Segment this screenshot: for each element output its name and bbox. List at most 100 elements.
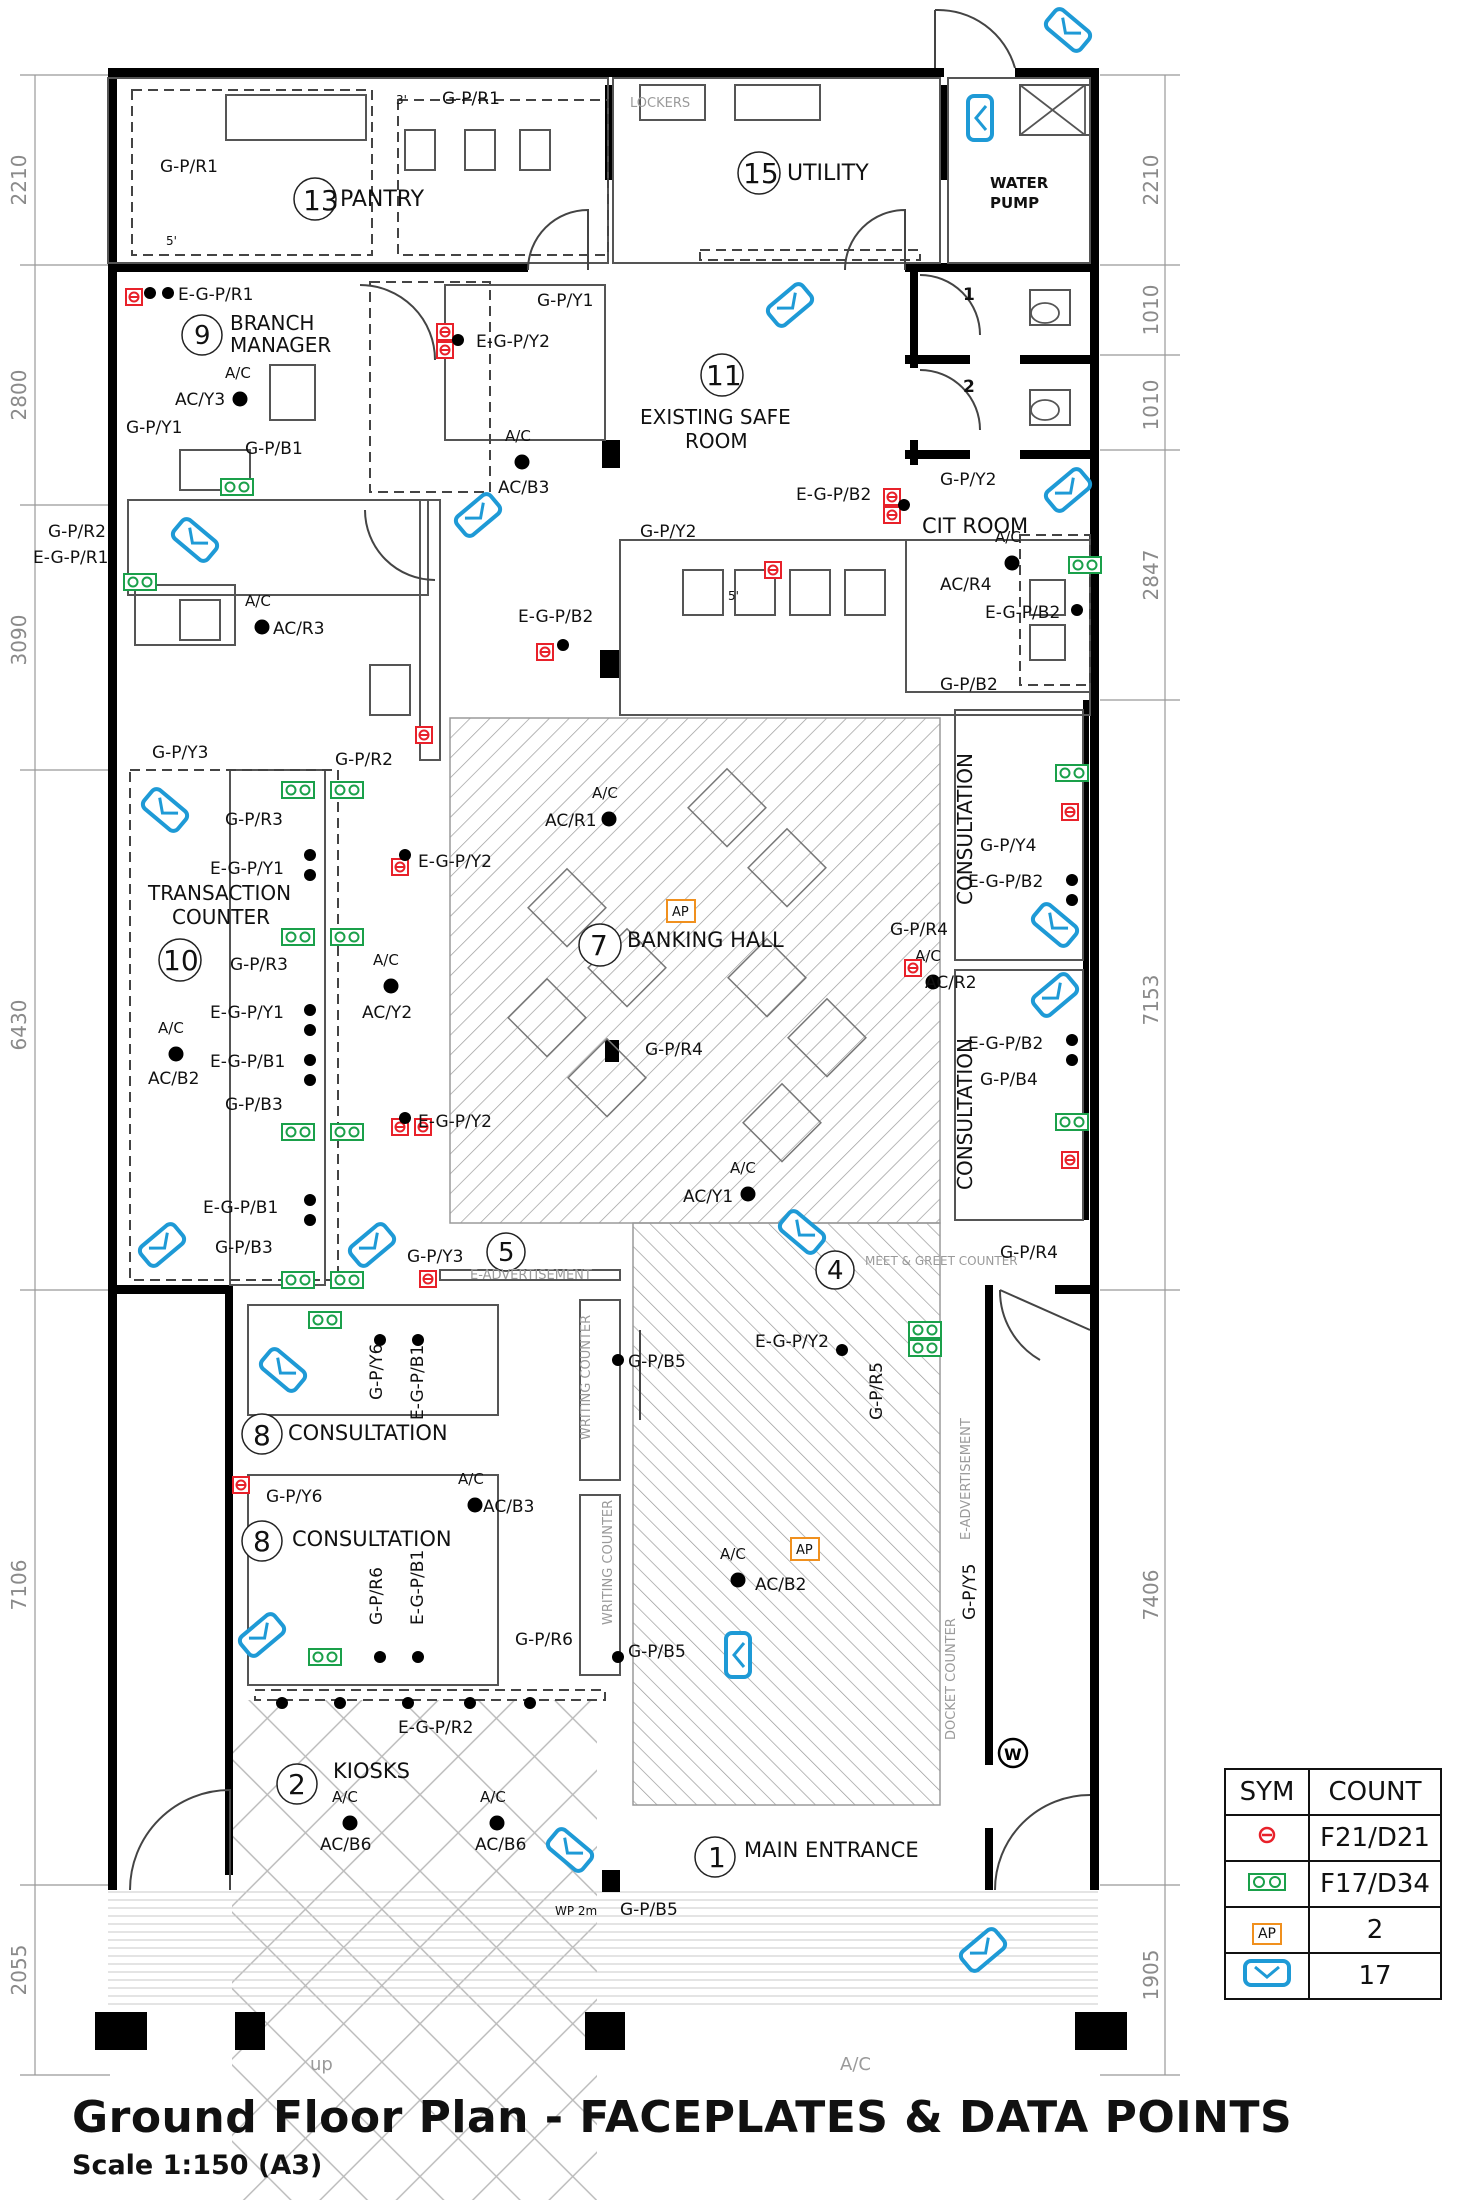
room-10-name-2: COUNTER — [172, 905, 270, 929]
ap-icon: AP — [1251, 1923, 1283, 1945]
label-acb2-b: AC/B2 — [755, 1575, 806, 1595]
label-egpy1-b: E-G-P/Y1 — [210, 1003, 284, 1023]
walls — [95, 68, 1127, 2050]
legend-double-faceplate — [1224, 1860, 1310, 1908]
label-acb2-a: AC/B2 — [148, 1069, 199, 1089]
dim-left-5: 7106 — [7, 1560, 31, 1611]
label-egpy2-a: E-G-P/Y2 — [476, 332, 550, 352]
label-acr3: AC/R3 — [273, 619, 325, 639]
label-egpb1-d: E-G-P/B1 — [408, 1550, 428, 1625]
toilet-1-label: 1 — [963, 285, 975, 305]
label-gpr2-a: G-P/R2 — [48, 522, 106, 542]
label-egpy2-b: E-G-P/Y2 — [418, 852, 492, 872]
room-4-number: 4 — [827, 1256, 844, 1286]
label-egpb1-c: E-G-P/B1 — [408, 1345, 428, 1420]
ac-symbol-10: A/C — [458, 1470, 484, 1488]
label-gpb3-b: G-P/B3 — [215, 1238, 273, 1258]
label-egpy2-d: E-G-P/Y2 — [755, 1332, 829, 1352]
label-gpb5-a: G-P/B5 — [628, 1352, 686, 1372]
label-acb3-a: AC/B3 — [498, 478, 549, 498]
room-number-circles — [158, 151, 855, 1878]
dim-right-2: 1010 — [1139, 285, 1163, 336]
dashed-zones — [129, 89, 1091, 1701]
legend-single-faceplate — [1224, 1814, 1310, 1862]
writing-counter-label-2: WRITING COUNTER — [601, 1500, 616, 1625]
room-9-name: BRANCH — [230, 311, 314, 335]
consultation-upper-label: CONSULTATION — [953, 753, 977, 905]
label-gpb3-a: G-P/B3 — [225, 1095, 283, 1115]
label-acy1: AC/Y1 — [683, 1187, 733, 1207]
toilet-2-label: 2 — [963, 377, 975, 397]
pump-label: PUMP — [990, 194, 1039, 212]
label-acb6-b: AC/B6 — [475, 1835, 526, 1855]
furniture-labels: LOCKERS E-ADVERTISEMENT WRITING COUNTER … — [310, 96, 1018, 2075]
label-acb6-a: AC/B6 — [320, 1835, 371, 1855]
label-gpr4-c: G-P/R4 — [1000, 1243, 1058, 1263]
e-advertisement-vertical: E-ADVERTISEMENT — [959, 1418, 974, 1540]
label-gpr1-a: G-P/R1 — [442, 89, 500, 109]
label-5ft-a: 5' — [166, 234, 177, 248]
room-15-name: UTILITY — [787, 161, 869, 186]
e-advertisement-label: E-ADVERTISEMENT — [470, 1268, 592, 1283]
room-8a-name: CONSULTATION — [288, 1421, 448, 1445]
lockers-label: LOCKERS — [630, 96, 690, 111]
label-gpy4: G-P/Y4 — [980, 836, 1037, 856]
label-gpy5: G-P/Y5 — [960, 1564, 980, 1621]
label-gpr5: G-P/R5 — [867, 1362, 887, 1420]
label-gpy3-a: G-P/Y3 — [152, 743, 209, 763]
plan-title: Ground Floor Plan - FACEPLATES & DATA PO… — [72, 2092, 1293, 2143]
ac-symbol-4: A/C — [995, 528, 1021, 546]
label-egpy1-a: E-G-P/Y1 — [210, 859, 284, 879]
ac-symbol-5: A/C — [592, 784, 618, 802]
label-egpb2-e: E-G-P/B2 — [968, 1034, 1043, 1054]
ac-symbol-6: A/C — [373, 951, 399, 969]
room-1-number: 1 — [708, 1841, 726, 1874]
label-acy2: AC/Y2 — [362, 1003, 412, 1023]
plan-scale: Scale 1:150 (A3) — [72, 2150, 323, 2181]
up-label-left: up — [310, 2054, 333, 2075]
label-gpr6-a: G-P/R6 — [367, 1567, 387, 1625]
writing-counter-label-1: WRITING COUNTER — [579, 1315, 594, 1440]
label-egpb1-b: E-G-P/B1 — [203, 1198, 278, 1218]
single-faceplate-icon — [1258, 1826, 1276, 1843]
meet-greet-label: MEET & GREET COUNTER — [865, 1254, 1018, 1268]
circuit-labels: G-P/R1 G-P/R1 E-G-P/R1 E-G-P/Y2 G-P/Y1 G… — [33, 89, 1060, 1920]
room-2-number: 2 — [288, 1768, 306, 1801]
up-label-right: A/C — [840, 2054, 871, 2075]
room-9-name-2: MANAGER — [230, 333, 331, 357]
room-7-number: 7 — [590, 929, 608, 962]
ac-symbol-2: A/C — [505, 427, 531, 445]
ac-symbol-11: A/C — [720, 1545, 746, 1563]
label-gpy3-b: G-P/Y3 — [407, 1247, 464, 1267]
double-faceplate-icon — [1248, 1873, 1286, 1891]
room-13-number: 13 — [303, 184, 339, 217]
w-symbol: W — [1004, 1745, 1022, 1764]
ac-symbol-3: A/C — [245, 592, 271, 610]
toilet-fixtures — [997, 84, 1086, 1769]
label-egpb2-a: E-G-P/B2 — [796, 485, 871, 505]
legend-header-count: COUNT — [1308, 1768, 1442, 1816]
label-egpr2: E-G-P/R2 — [398, 1718, 473, 1738]
room-8b-name: CONSULTATION — [292, 1527, 452, 1551]
dim-left-4: 6430 — [7, 1000, 31, 1051]
label-egpb2-c: E-G-P/B2 — [985, 603, 1060, 623]
legend-count-single: F21/D21 — [1308, 1814, 1442, 1862]
ac-symbol-1: A/C — [225, 364, 251, 382]
ac-symbol-12: A/C — [332, 1788, 358, 1806]
label-egpy2-c: E-G-P/Y2 — [418, 1112, 492, 1132]
label-acy3: AC/Y3 — [175, 390, 225, 410]
socket-markers — [144, 287, 1083, 1709]
label-gpy6-b: G-P/Y6 — [266, 1487, 323, 1507]
room-11-name: EXISTING SAFE — [640, 405, 791, 429]
partitions — [107, 77, 1091, 1686]
room-1-name: MAIN ENTRANCE — [744, 1838, 919, 1862]
cit-room-label: CIT ROOM — [922, 514, 1028, 538]
dim-right-3: 1010 — [1139, 380, 1163, 431]
room-labels: 13 PANTRY 15 UTILITY WATER PUMP 9 BRANCH… — [147, 157, 1049, 1874]
ap-label-2: AP — [796, 1543, 813, 1558]
label-gpr4-b: G-P/R4 — [645, 1040, 703, 1060]
label-egpr1-a: E-G-P/R1 — [178, 285, 253, 305]
room-8a-number: 8 — [253, 1419, 271, 1452]
ac-symbol-9: A/C — [730, 1159, 756, 1177]
room-2-name: KIOSKS — [333, 1759, 410, 1783]
